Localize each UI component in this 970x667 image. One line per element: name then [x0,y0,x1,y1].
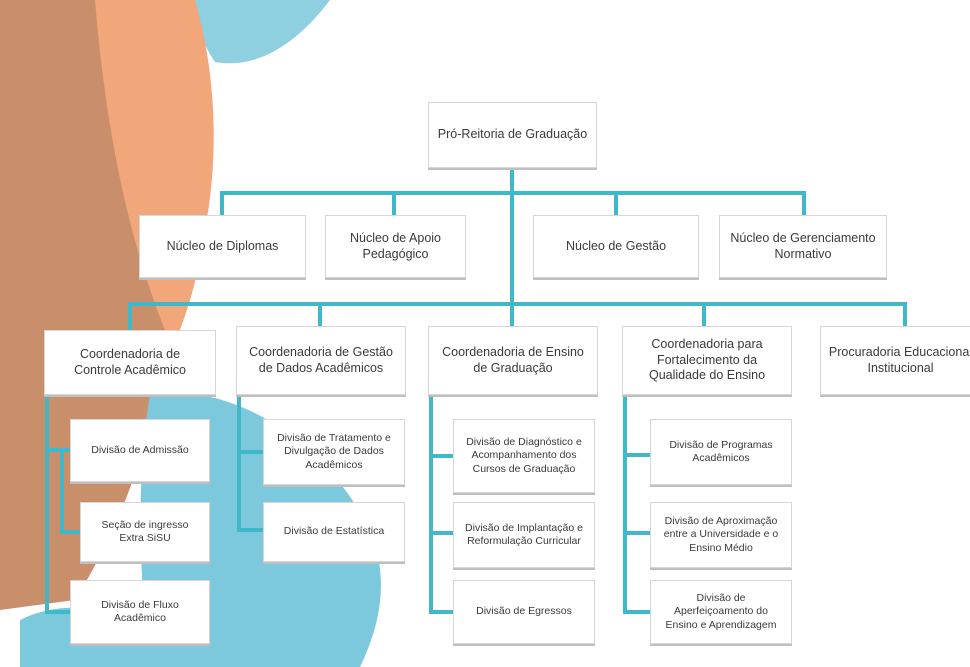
nucleo-bus [220,191,806,215]
root-node: Pró-Reitoria de Graduação [428,102,597,168]
coord-label: Procuradoria Educacional Institucional [828,344,970,375]
division-label: Divisão de Admissão [91,443,189,456]
div-aproximacao-ensino-medio: Divisão de Aproximação entre a Universid… [650,502,792,568]
coord-label: Coordenadoria para Fortalecimento da Qua… [648,337,766,383]
nucleo-label: Núcleo de Gestão [565,238,667,253]
blue-top-shape [195,0,330,64]
div-admissao: Divisão de Admissão [70,419,210,482]
division-label: Divisão de Programas Acadêmicos [669,438,773,464]
nucleo-gerenciamento-normativo: Núcleo de Gerenciamento Normativo [719,215,887,278]
nucleo-label: Núcleo de Diplomas [166,238,279,253]
div-tratamento-dados: Divisão de Tratamento e Divulgação de Da… [263,419,405,485]
division-label: Divisão de Tratamento e Divulgação de Da… [277,431,391,471]
nucleo-label: Núcleo de Gerenciamento Normativo [730,230,876,261]
nucleo-apoio-pedagogico: Núcleo de Apoio Pedagógico [325,215,466,278]
division-label: Seção de ingresso Extra SiSU [101,518,189,544]
div-egressos: Divisão de Egressos [453,580,595,644]
division-label: Divisão de Egressos [476,605,572,618]
div-fluxo-academico: Divisão de Fluxo Acadêmico [70,580,210,644]
connectors [45,168,907,614]
div-programas-academicos: Divisão de Programas Acadêmicos [650,419,792,485]
division-label: Divisão de Fluxo Acadêmico [101,598,179,624]
coord-bus [128,302,907,330]
qualidade-spine [623,395,650,614]
coord-controle-academico: Coordenadoria de Controle Acadêmico [44,330,216,395]
nucleo-label: Núcleo de Apoio Pedagógico [349,230,442,261]
coord-label: Coordenadoria de Controle Acadêmico [74,346,186,377]
division-label: Divisão de Estatística [283,525,385,538]
div-diagnostico-acompanhamento: Divisão de Diagnóstico e Acompanhamento … [453,419,595,493]
division-label: Divisão de Aperfeiçoamento do Ensino e A… [665,591,777,631]
coord-gestao-dados: Coordenadoria de Gestão de Dados Acadêmi… [236,326,406,395]
controle-spine [45,395,70,614]
nucleo-gestao: Núcleo de Gestão [533,215,699,278]
coord-ensino-graduacao: Coordenadoria de Ensino de Graduação [428,326,598,395]
nucleo-diplomas: Núcleo de Diplomas [139,215,306,278]
ensino-spine [429,395,453,614]
sec-ingresso-extra-sisu: Seção de ingresso Extra SiSU [80,502,210,562]
coord-label: Coordenadoria de Ensino de Graduação [442,344,584,375]
coord-qualidade-ensino: Coordenadoria para Fortalecimento da Qua… [622,326,792,395]
division-label: Divisão de Diagnóstico e Acompanhamento … [466,435,582,475]
coord-label: Coordenadoria de Gestão de Dados Acadêmi… [249,344,393,375]
dados-spine [237,395,263,532]
division-label: Divisão de Implantação e Reformulação Cu… [465,521,583,547]
root-label: Pró-Reitoria de Graduação [437,127,588,142]
div-estatistica: Divisão de Estatística [263,502,405,562]
div-implantacao-reformulacao: Divisão de Implantação e Reformulação Cu… [453,502,595,568]
div-aperfeicoamento-ensino: Divisão de Aperfeiçoamento do Ensino e A… [650,580,792,644]
division-label: Divisão de Aproximação entre a Universid… [663,514,779,554]
procuradoria-educacional: Procuradoria Educacional Institucional [820,326,970,395]
controle-sub-branch [60,450,80,534]
